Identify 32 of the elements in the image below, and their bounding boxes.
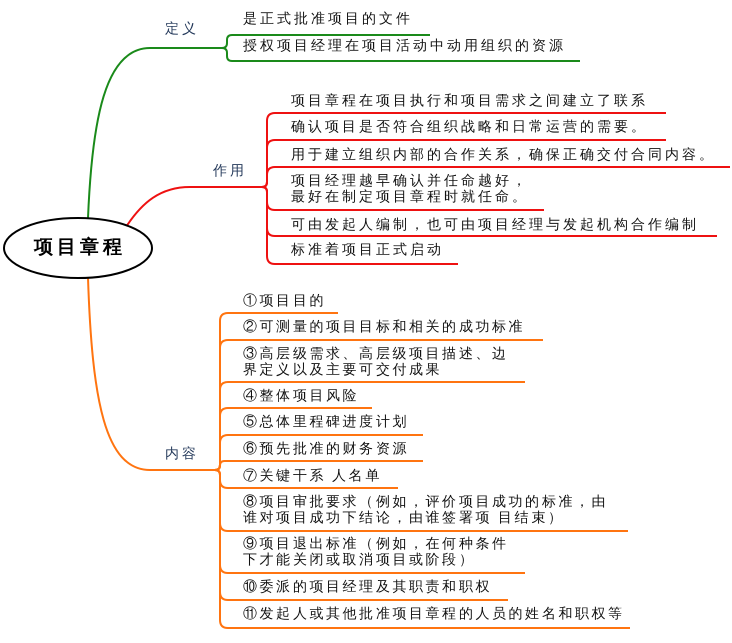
leaf-topic: ③高层级需求、高层级项目描述、边界定义以及主要可交付成果 [228, 345, 525, 383]
connector-line [126, 186, 191, 226]
connector-line [214, 460, 229, 471]
leaf-topic: ①项目目的 [228, 292, 338, 314]
branch-topic: 定义 [150, 20, 222, 49]
leaf-topic: ④整体项目风险 [228, 387, 372, 409]
leaf-topic: ⑤总体里程碑进度计划 [228, 413, 423, 436]
connector-line [261, 186, 279, 265]
root-title: 项目章程 [32, 236, 126, 260]
connector-line [87, 276, 151, 471]
leaf-topic: 项目章程在项目执行和项目需求之间建立了联系 [278, 92, 666, 114]
leaf-topic: 授权项目经理在项目活动中动用组织的资源 [232, 37, 580, 62]
connector-line [221, 47, 233, 62]
leaf-topic: ⑦关键干系 人名单 [228, 467, 398, 489]
leaf-topic: ⑥预先批准的财务资源 [228, 440, 423, 462]
branch-topic: 作用 [190, 162, 262, 188]
leaf-topic: ⑧项目审批要求（例如，评价项目成功的标准，由谁对项目成功下结论，由谁签署项 目结束） [228, 493, 628, 532]
leaf-topic: 确认项目是否符合组织战略和日常运营的需要。 [278, 118, 666, 141]
leaf-topic: 标准着项目正式启动 [278, 241, 458, 265]
leaf-topic: ⑩委派的项目经理及其职责和职权 [228, 578, 508, 601]
leaf-topic: 项目经理越早确认并任命越好，最好在制定项目章程时就任命。 [278, 172, 544, 211]
connector-line [87, 47, 151, 220]
leaf-topic: 用于建立组织内部的合作关系，确保正确交付合同内容。 [278, 146, 730, 168]
connector-line [221, 34, 233, 49]
leaf-topic: ⑪发起人或其他批准项目章程的人员的姓名和职权等 [228, 605, 630, 629]
connector-line [261, 166, 279, 188]
branch-topic: 内容 [150, 445, 215, 471]
leaf-topic: 是正式批准项目的文件 [232, 10, 430, 36]
leaf-topic: ②可测量的项目目标和相关的成功标准 [228, 318, 543, 341]
connector-line [214, 434, 229, 471]
leaf-topic: ⑨项目退出标准（例如，在何种条件下才能关闭或取消项目或阶段） [228, 535, 525, 574]
leaf-topic: 可由发起人编制，也可由项目经理与发起机构合作编制 [278, 216, 717, 237]
